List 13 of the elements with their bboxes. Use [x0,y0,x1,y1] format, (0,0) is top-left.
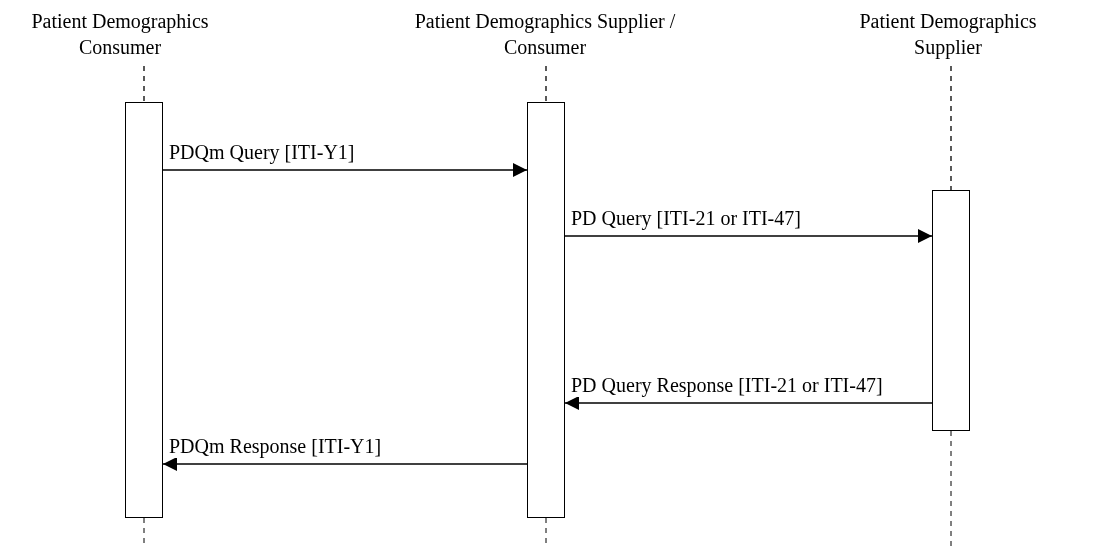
message-arrow [564,396,933,410]
message-arrow [564,229,933,243]
participant-label: Patient Demographics Consumer [20,8,220,60]
message-arrow [162,457,528,471]
lifeline [950,65,952,191]
participant-label: Patient Demographics Supplier / Consumer [400,8,690,60]
activation-bar [125,102,163,518]
message-arrow [162,163,528,177]
participant-label: Patient Demographics Supplier [848,8,1048,60]
activation-bar [527,102,565,518]
lifeline [143,65,145,103]
activation-bar [932,190,970,431]
lifeline [545,65,547,103]
